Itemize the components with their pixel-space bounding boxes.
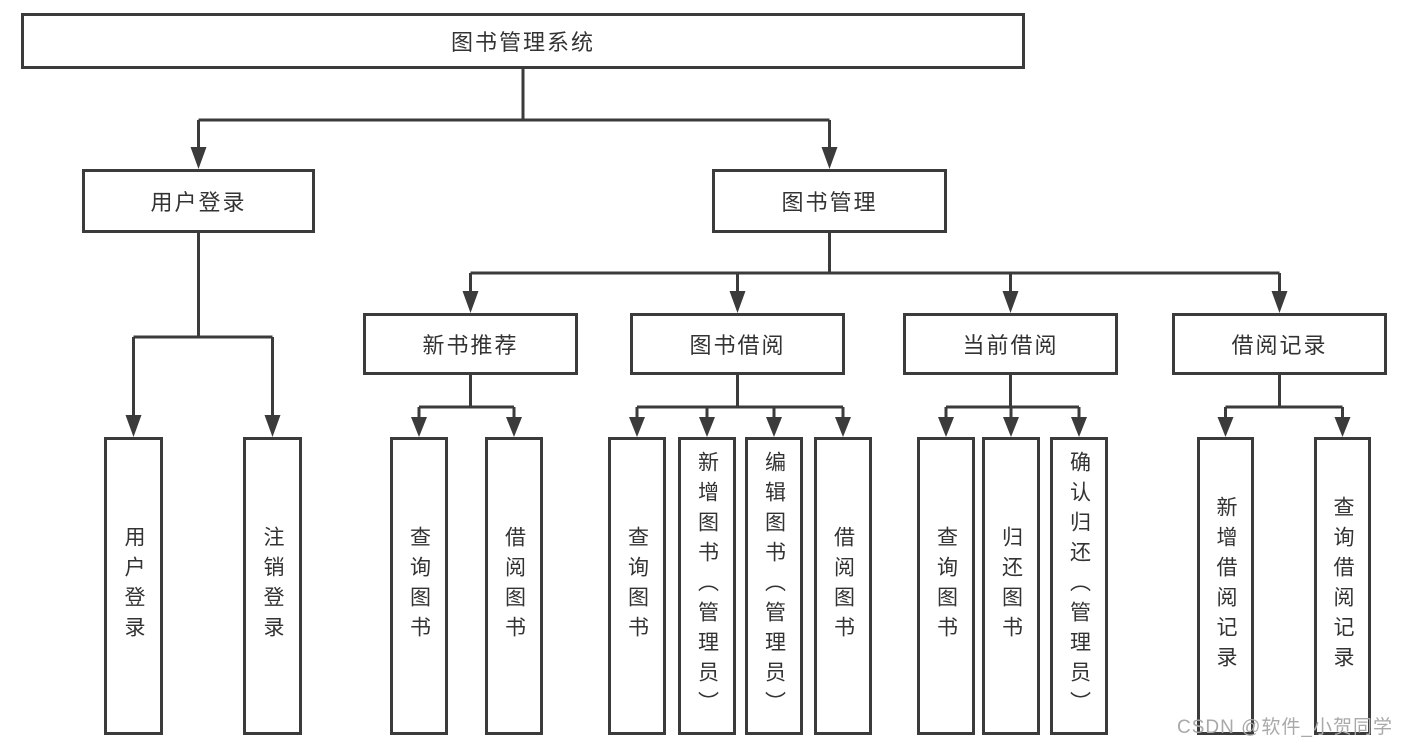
leaf-user-login-label: 用户登录 <box>122 526 146 646</box>
csdn-watermark: CSDN @软件_小贺同学 <box>1177 717 1393 738</box>
leaf-query-borrow-record-label: 查询借阅记录 <box>1331 496 1355 676</box>
leaf-confirm-return-admin: 确认归还（管理员） <box>1050 437 1108 735</box>
leaf-query-borrow-record: 查询借阅记录 <box>1314 437 1371 735</box>
node-book-borrow-label: 图书借阅 <box>689 333 786 358</box>
node-user-login-label: 用户登录 <box>150 190 247 215</box>
node-root-system-label: 图书管理系统 <box>450 30 595 55</box>
node-new-book-recommend-label: 新书推荐 <box>422 333 519 358</box>
node-borrow-records: 借阅记录 <box>1172 313 1387 375</box>
leaf-borrow-query-book-label: 查询图书 <box>625 526 649 646</box>
leaf-user-login: 用户登录 <box>104 437 163 735</box>
leaf-edit-book-admin-label: 编辑图书（管理员） <box>762 451 786 721</box>
node-root-system: 图书管理系统 <box>21 13 1025 69</box>
leaf-confirm-return-admin-label: 确认归还（管理员） <box>1067 451 1091 721</box>
leaf-add-book-admin-label: 新增图书（管理员） <box>695 451 719 721</box>
node-user-login: 用户登录 <box>82 169 315 233</box>
leaf-logout-label: 注销登录 <box>261 526 285 646</box>
leaf-borrow-book: 借阅图书 <box>814 437 872 735</box>
leaf-return-book-label: 归还图书 <box>999 526 1023 646</box>
leaf-return-book: 归还图书 <box>982 437 1040 735</box>
leaf-current-query-book: 查询图书 <box>917 437 975 735</box>
leaf-edit-book-admin: 编辑图书（管理员） <box>745 437 803 735</box>
leaf-borrow-book-label: 借阅图书 <box>831 526 855 646</box>
leaf-recommend-query-book: 查询图书 <box>390 437 448 735</box>
node-book-management: 图书管理 <box>712 169 947 233</box>
node-current-borrow: 当前借阅 <box>903 313 1118 375</box>
node-current-borrow-label: 当前借阅 <box>962 333 1059 358</box>
leaf-borrow-query-book: 查询图书 <box>608 437 666 735</box>
node-new-book-recommend: 新书推荐 <box>363 313 578 375</box>
node-borrow-records-label: 借阅记录 <box>1231 333 1328 358</box>
leaf-recommend-borrow-book-label: 借阅图书 <box>502 526 526 646</box>
leaf-add-borrow-record: 新增借阅记录 <box>1197 437 1254 735</box>
leaf-logout: 注销登录 <box>243 437 302 735</box>
leaf-current-query-book-label: 查询图书 <box>934 526 958 646</box>
leaf-recommend-borrow-book: 借阅图书 <box>485 437 543 735</box>
node-book-borrow: 图书借阅 <box>630 313 845 375</box>
leaf-recommend-query-book-label: 查询图书 <box>407 526 431 646</box>
leaf-add-borrow-record-label: 新增借阅记录 <box>1214 496 1238 676</box>
leaf-add-book-admin: 新增图书（管理员） <box>678 437 736 735</box>
node-book-management-label: 图书管理 <box>781 190 878 215</box>
arrowheads <box>125 147 1351 437</box>
